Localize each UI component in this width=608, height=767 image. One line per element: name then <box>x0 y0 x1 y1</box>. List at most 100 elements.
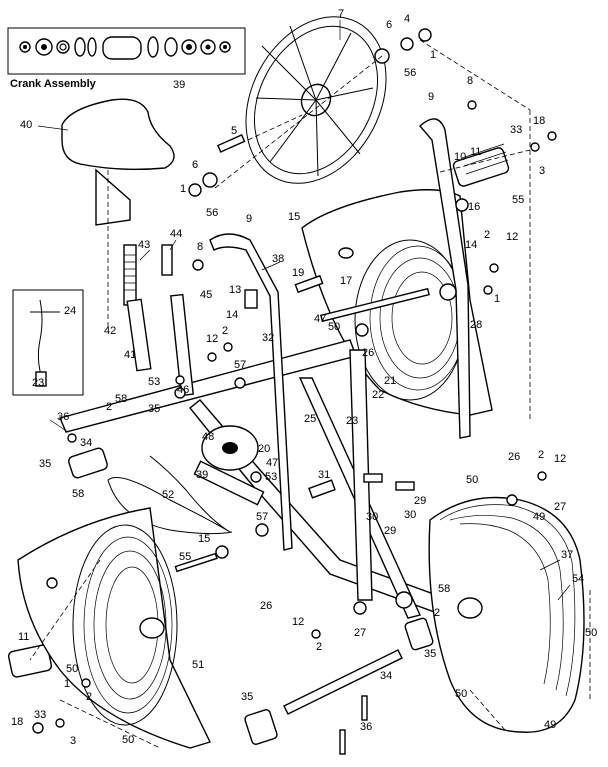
callout-58: 58 <box>115 393 127 405</box>
callout-10: 10 <box>454 151 466 163</box>
callout-12: 12 <box>292 616 304 628</box>
callout-27: 27 <box>354 627 366 639</box>
front-fairing-left <box>17 507 211 749</box>
callout-3: 3 <box>70 735 76 747</box>
callout-32: 32 <box>262 332 274 344</box>
callout-47: 47 <box>266 457 278 469</box>
callout-14: 14 <box>465 239 477 251</box>
callout-16: 16 <box>468 201 480 213</box>
callout-6: 6 <box>386 19 392 31</box>
callout-50: 50 <box>455 688 467 700</box>
callout-21: 21 <box>384 375 396 387</box>
callout-41: 41 <box>124 349 136 361</box>
callout-30: 30 <box>404 509 416 521</box>
crank-assembly-inset: Crank Assembly 39 <box>7 27 246 91</box>
callout-12: 12 <box>554 453 566 465</box>
callout-12: 12 <box>206 333 218 345</box>
callout-35: 35 <box>148 403 160 415</box>
callout-50: 50 <box>466 474 478 486</box>
callout-55: 55 <box>179 551 191 563</box>
fan-wheel <box>245 16 387 184</box>
callout-49: 49 <box>544 719 556 731</box>
roller-lower-left <box>244 709 278 745</box>
seat <box>61 98 175 226</box>
rear-fairing-right <box>428 496 585 733</box>
pedal-right <box>452 143 510 187</box>
callout-2: 2 <box>316 641 322 653</box>
callout-33: 33 <box>510 124 522 136</box>
callout-7: 7 <box>338 8 344 20</box>
callout-53: 53 <box>265 471 277 483</box>
callout-11: 11 <box>18 631 29 643</box>
callout-1: 1 <box>64 678 70 690</box>
callout-48: 48 <box>202 431 214 443</box>
callout-1: 1 <box>430 49 436 61</box>
callout-36: 36 <box>360 721 372 733</box>
callout-25: 25 <box>304 413 316 425</box>
callout-55: 55 <box>512 194 524 206</box>
callout-4: 4 <box>404 13 410 25</box>
callout-51: 51 <box>192 659 204 671</box>
callout-22: 22 <box>372 389 384 401</box>
callout-18: 18 <box>533 115 545 127</box>
crank-assembly-title: Crank Assembly <box>10 78 97 90</box>
callout-38: 38 <box>272 253 284 265</box>
callout-15: 15 <box>288 211 300 223</box>
callout-52: 52 <box>162 489 174 501</box>
callout-49: 49 <box>533 511 545 523</box>
crank-arm <box>193 460 265 506</box>
callout-33: 33 <box>34 709 46 721</box>
hardware <box>32 28 557 755</box>
callout-44: 44 <box>170 228 182 240</box>
callout-50: 50 <box>585 627 597 639</box>
callout-11: 11 <box>470 146 481 158</box>
callout-6: 6 <box>192 159 198 171</box>
callout-58: 58 <box>72 488 84 500</box>
callout-54: 54 <box>572 573 584 585</box>
callout-9: 9 <box>428 91 434 103</box>
callout-34: 34 <box>380 670 392 682</box>
right-handlebar <box>419 118 471 439</box>
callout-50: 50 <box>66 663 78 675</box>
callout-19: 19 <box>292 267 304 279</box>
callout-12: 12 <box>506 231 518 243</box>
callout-29: 29 <box>384 525 396 537</box>
callout-26: 26 <box>508 451 520 463</box>
callout-35: 35 <box>241 691 253 703</box>
drive-belt <box>107 455 233 535</box>
rear-axle <box>283 649 403 715</box>
pedal-lower-left <box>7 644 53 678</box>
callout-26: 26 <box>362 347 374 359</box>
callout-45: 45 <box>200 289 212 301</box>
callout-50: 50 <box>328 321 340 333</box>
callout-2: 2 <box>106 401 112 413</box>
callout-35: 35 <box>39 458 51 470</box>
callout-2: 2 <box>484 229 490 241</box>
callout-3: 3 <box>539 165 545 177</box>
callout-29: 29 <box>414 495 426 507</box>
callout-9: 9 <box>246 213 252 225</box>
callout-43: 43 <box>138 239 150 251</box>
callout-35: 35 <box>424 648 436 660</box>
callout-50: 50 <box>122 734 134 746</box>
callout-15: 15 <box>198 533 210 545</box>
callout-34: 34 <box>80 437 92 449</box>
callout-26: 26 <box>260 600 272 612</box>
callout-58: 58 <box>438 583 450 595</box>
callout-13: 13 <box>229 284 241 296</box>
crank-assembly-number: 39 <box>173 79 185 91</box>
callout-37: 37 <box>561 549 573 561</box>
callout-8: 8 <box>467 75 473 87</box>
callout-24: 24 <box>64 305 76 317</box>
leader-lines <box>37 20 571 601</box>
callout-5: 5 <box>231 125 237 137</box>
callout-2: 2 <box>222 325 228 337</box>
callout-27: 27 <box>554 501 566 513</box>
assembly-lines <box>29 39 591 749</box>
callout-56: 56 <box>404 67 416 79</box>
callout-2: 2 <box>86 691 92 703</box>
seat-post <box>107 170 152 372</box>
left-handlebar <box>170 233 293 551</box>
roller-lower-right <box>404 617 434 651</box>
